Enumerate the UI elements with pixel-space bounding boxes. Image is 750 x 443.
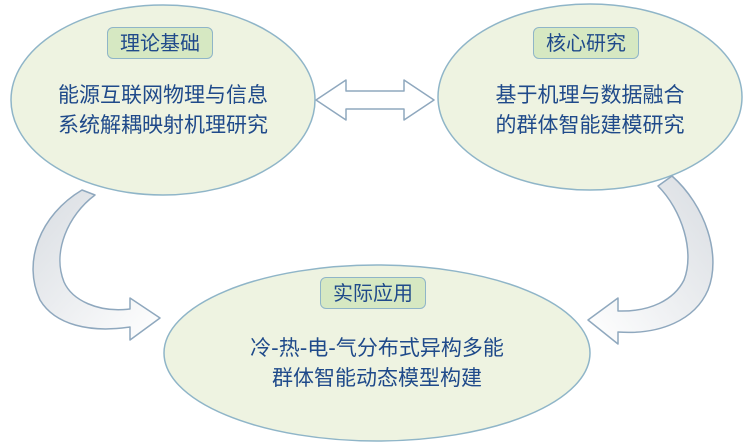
core-line-1: 基于机理与数据融合: [495, 83, 685, 107]
core-ellipse: [437, 3, 743, 191]
core-tag: 核心研究: [533, 27, 639, 59]
theory-text: 能源互联网物理与信息 系统解耦映射机理研究: [33, 80, 293, 140]
left-curved-arrow: [32, 189, 161, 341]
application-tag: 实际应用: [320, 277, 426, 309]
right-curved-arrow: [587, 175, 714, 345]
application-ellipse: [163, 264, 591, 442]
theory-line-2: 系统解耦映射机理研究: [58, 113, 268, 137]
theory-line-1: 能源互联网物理与信息: [58, 83, 268, 107]
theory-tag: 理论基础: [107, 27, 213, 59]
core-text: 基于机理与数据融合 的群体智能建模研究: [470, 80, 710, 140]
application-line-1: 冷-热-电-气分布式异构多能: [250, 336, 504, 360]
application-line-2: 群体智能动态模型构建: [272, 366, 482, 390]
application-text: 冷-热-电-气分布式异构多能 群体智能动态模型构建: [217, 333, 537, 393]
core-line-2: 的群体智能建模研究: [495, 113, 685, 137]
bidirectional-arrow: [315, 79, 435, 121]
theory-ellipse: [10, 4, 316, 196]
